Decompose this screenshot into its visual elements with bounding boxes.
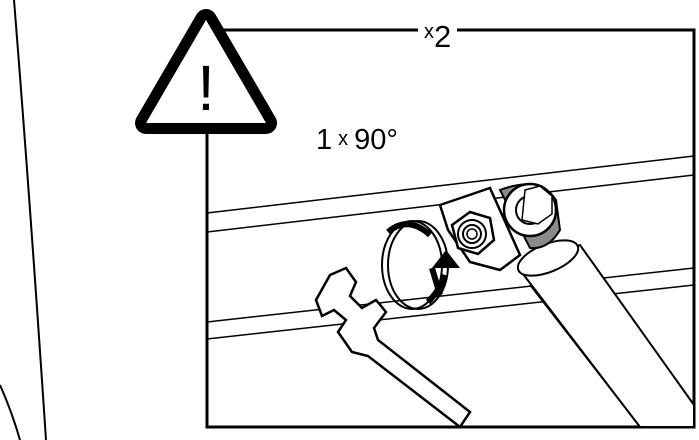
- warning-symbol: !: [197, 52, 215, 124]
- quantity-label: x2: [418, 14, 458, 55]
- quantity-symbol: x: [424, 21, 434, 43]
- panel-line-upper-1: [206, 155, 695, 214]
- panel-edge-line: [13, 0, 47, 440]
- wrench-icon: [314, 266, 472, 429]
- warning-triangle-icon: !: [135, 9, 277, 134]
- quantity-count: 2: [434, 19, 452, 54]
- rotation-turns: 1: [316, 124, 333, 156]
- panel-line-lower-1: [206, 267, 695, 323]
- rotation-arrow-icon: [381, 220, 460, 310]
- panel-edge-line-lower: [0, 384, 21, 440]
- nut-icon: [450, 210, 496, 256]
- rotation-symbol: x: [338, 128, 349, 150]
- rotation-angle: 90°: [354, 124, 398, 156]
- strut-icon: [516, 239, 695, 428]
